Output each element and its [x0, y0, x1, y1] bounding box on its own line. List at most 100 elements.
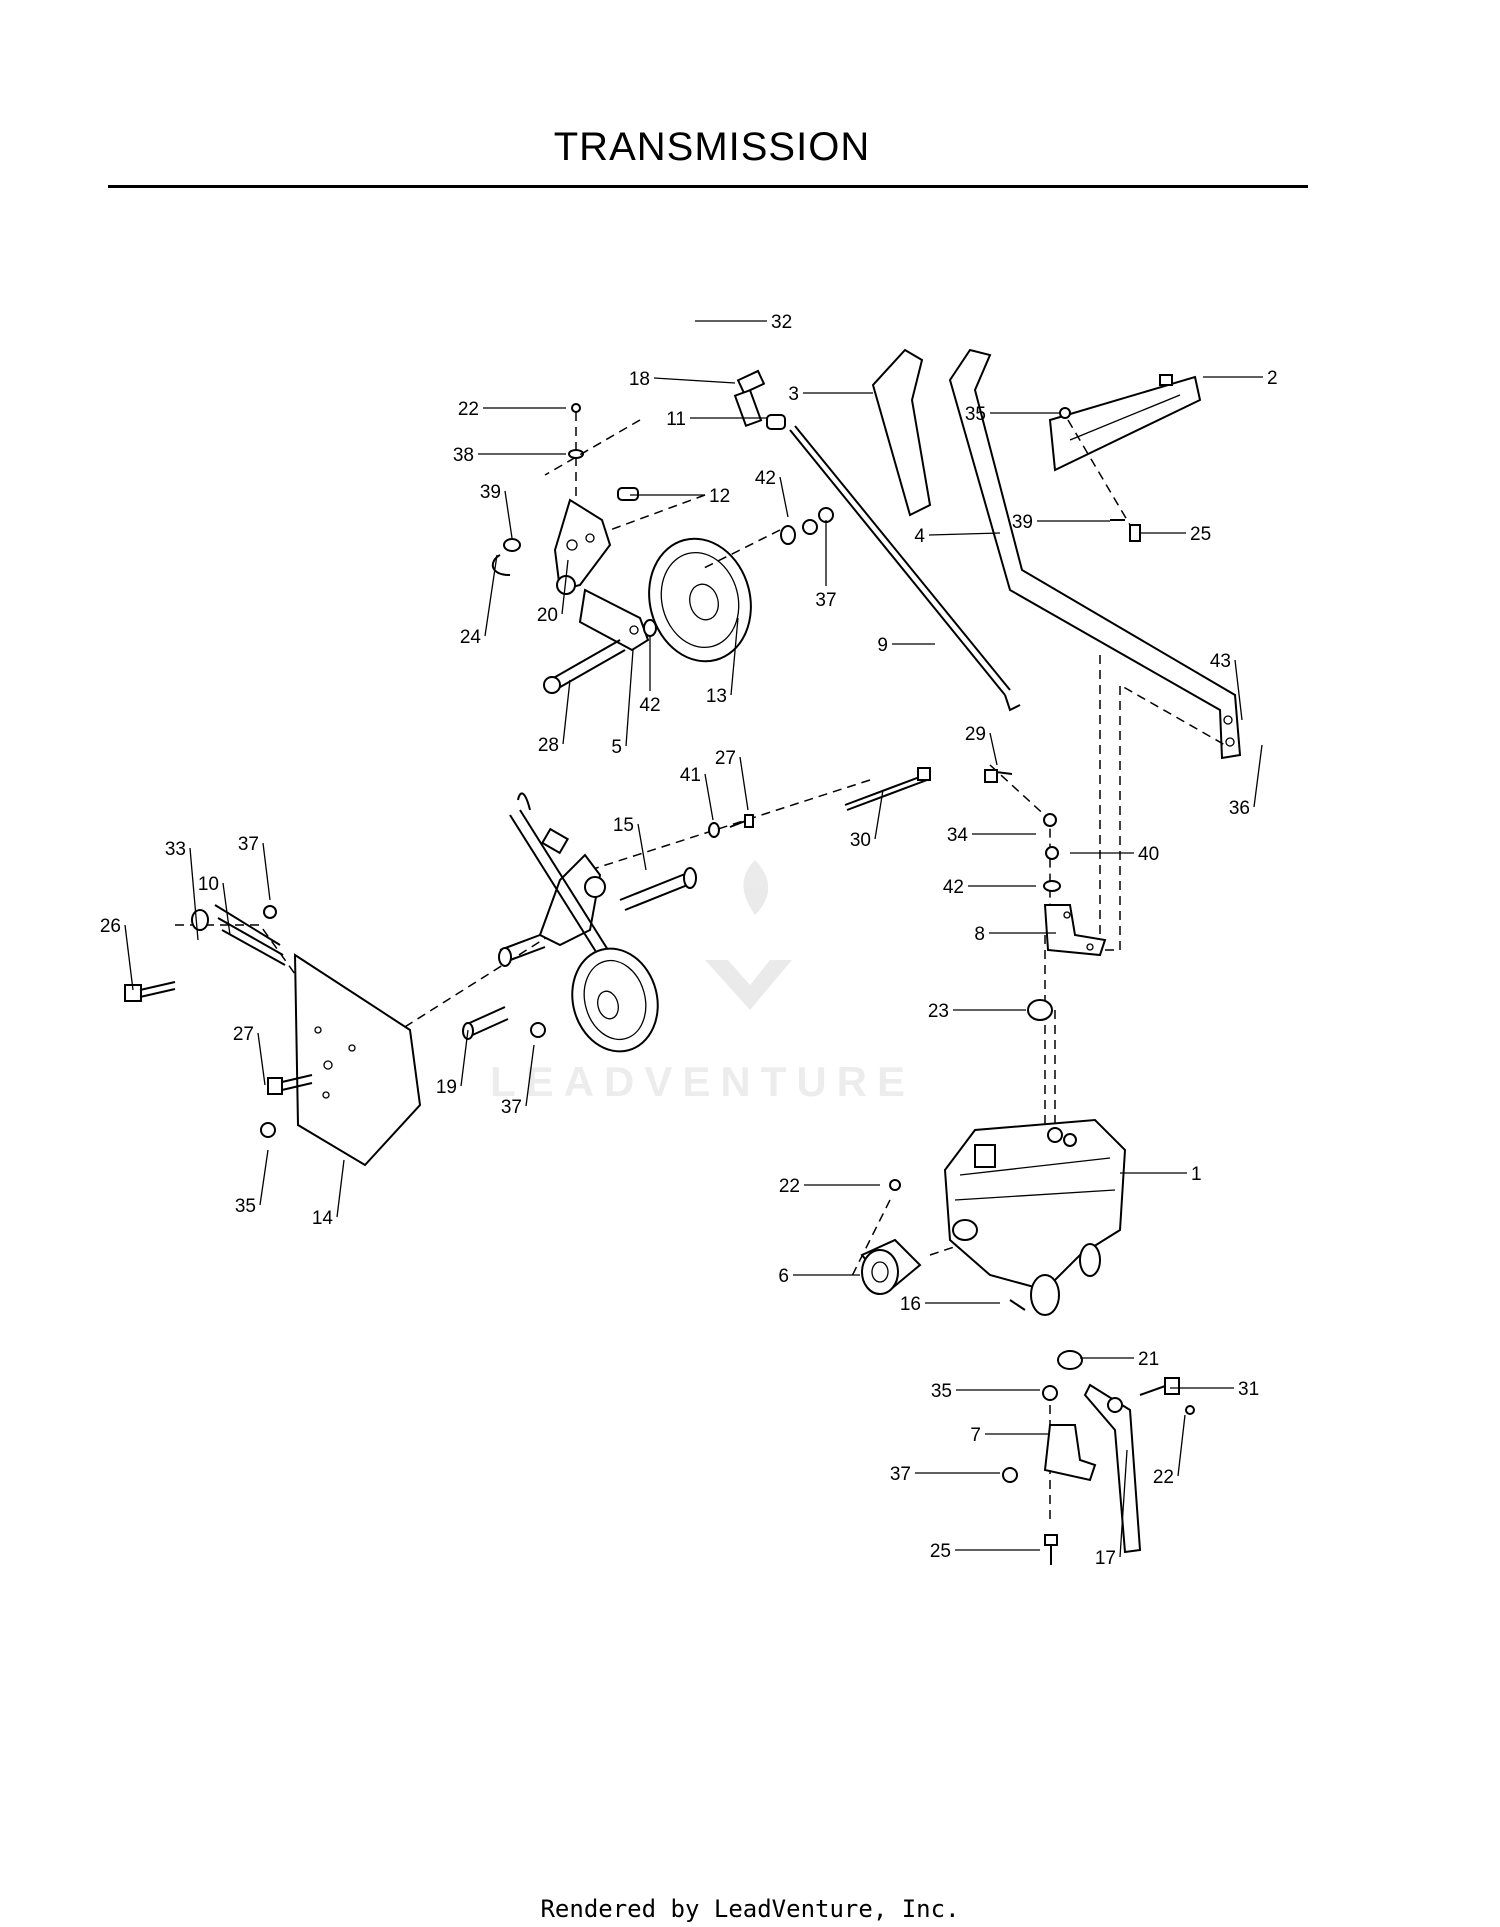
callout-leader-20: [561, 559, 569, 615]
callout-leader-5: [625, 649, 634, 747]
upper-pulley: [648, 537, 752, 663]
callout-leader-15: [637, 823, 647, 871]
callout-label-10: 10: [198, 874, 219, 895]
callout-label-37: 37: [890, 1464, 911, 1485]
callout-label-34: 34: [947, 825, 969, 846]
callout-label-37: 37: [501, 1097, 522, 1118]
callout-label-12: 12: [709, 486, 730, 507]
plate-2: [1048, 374, 1202, 542]
callout-leader-30: [874, 789, 884, 840]
callout-label-16: 16: [900, 1294, 921, 1315]
callout-label-3: 3: [788, 384, 799, 405]
callout-label-39: 39: [1012, 512, 1033, 533]
callout-label-35: 35: [931, 1381, 952, 1402]
callout-label-42: 42: [943, 877, 964, 898]
callout-leader-19: [460, 1029, 469, 1087]
callout-label-37: 37: [815, 590, 836, 611]
lever-3: [871, 348, 932, 517]
callout-label-5: 5: [611, 737, 622, 758]
callout-label-29: 29: [965, 724, 986, 745]
callout-label-4: 4: [914, 526, 925, 547]
callout-label-27: 27: [715, 748, 736, 769]
lever-4: [948, 348, 1242, 760]
callout-leader-27: [739, 756, 749, 811]
callout-leader-35: [259, 1149, 269, 1206]
callout-label-41: 41: [680, 765, 701, 786]
callout-label-22: 22: [458, 399, 479, 420]
callout-label-21: 21: [1138, 1349, 1159, 1370]
callout-label-8: 8: [974, 924, 985, 945]
callout-label-18: 18: [629, 369, 650, 390]
callout-label-28: 28: [538, 735, 559, 756]
callout-leader-26: [124, 924, 134, 991]
callout-label-15: 15: [613, 815, 634, 836]
callout-leader-37: [262, 842, 271, 901]
callout-label-31: 31: [1238, 1379, 1259, 1400]
callout-label-36: 36: [1229, 798, 1250, 819]
callout-label-14: 14: [312, 1208, 334, 1229]
callout-leader-37: [525, 1044, 535, 1107]
callout-label-7: 7: [970, 1425, 981, 1446]
callout-leader-10: [222, 882, 231, 936]
callout-leader-28: [562, 679, 571, 745]
callout-leader-14: [336, 1159, 345, 1218]
callout-label-42: 42: [639, 695, 660, 716]
callout-leader-4: [928, 532, 1001, 536]
callout-label-23: 23: [928, 1001, 949, 1022]
callout-label-19: 19: [436, 1077, 457, 1098]
callout-label-43: 43: [1210, 651, 1231, 672]
callout-label-2: 2: [1267, 368, 1278, 389]
transmission-unit: [943, 1118, 1127, 1316]
callout-label-13: 13: [706, 686, 727, 707]
callout-label-6: 6: [778, 1266, 789, 1287]
callout-label-22: 22: [779, 1176, 800, 1197]
callout-label-20: 20: [537, 605, 558, 626]
callout-leader-13: [730, 617, 739, 696]
footer-credit: Rendered by LeadVenture, Inc.: [540, 1895, 960, 1923]
callout-label-22: 22: [1153, 1467, 1174, 1488]
callout-leader-39: [504, 490, 513, 539]
lower-shafts: [462, 767, 931, 1040]
control-rod: [789, 425, 1021, 712]
callout-label-27: 27: [233, 1024, 254, 1045]
callout-label-9: 9: [877, 635, 888, 656]
callout-leader-27: [257, 1032, 266, 1086]
callout-label-39: 39: [480, 482, 501, 503]
callout-label-37: 37: [238, 834, 259, 855]
callout-label-35: 35: [235, 1196, 256, 1217]
callout-label-33: 33: [165, 839, 186, 860]
plate-14: [293, 953, 422, 1167]
callout-label-38: 38: [453, 445, 474, 466]
upper-idler-bracket: [553, 498, 650, 652]
callout-label-35: 35: [965, 404, 986, 425]
callout-leader-29: [989, 732, 998, 766]
callout-leader-22: [1177, 1414, 1186, 1477]
tension-spring: [191, 904, 286, 966]
lower-left-hardware: [260, 1022, 546, 1138]
coupler-6: [860, 1179, 1026, 1311]
callout-label-17: 17: [1095, 1548, 1116, 1569]
callout-label-24: 24: [460, 627, 482, 648]
callout-label-11: 11: [666, 409, 686, 430]
callout-label-42: 42: [755, 468, 776, 489]
title-rule: [108, 185, 1308, 188]
callout-leader-42: [779, 476, 789, 518]
upper-hardware: [491, 369, 834, 694]
bracket-8: [984, 769, 1107, 1021]
callout-leader-17: [1119, 1449, 1128, 1558]
callout-leader-24: [484, 554, 498, 637]
callout-label-25: 25: [930, 1541, 951, 1562]
callout-leader-43: [1234, 659, 1243, 721]
diagram-title: TRANSMISSION: [553, 125, 871, 169]
callout-leader-18: [653, 377, 736, 384]
callout-label-40: 40: [1138, 844, 1159, 865]
lower-pulley: [571, 947, 659, 1053]
callout-leader-41: [704, 773, 714, 821]
watermark-text: LEADVENTURE: [490, 1058, 916, 1105]
callout-label-25: 25: [1190, 524, 1211, 545]
callout-leader-33: [189, 847, 199, 941]
callout-label-30: 30: [850, 830, 871, 851]
callout-label-1: 1: [1191, 1164, 1202, 1185]
